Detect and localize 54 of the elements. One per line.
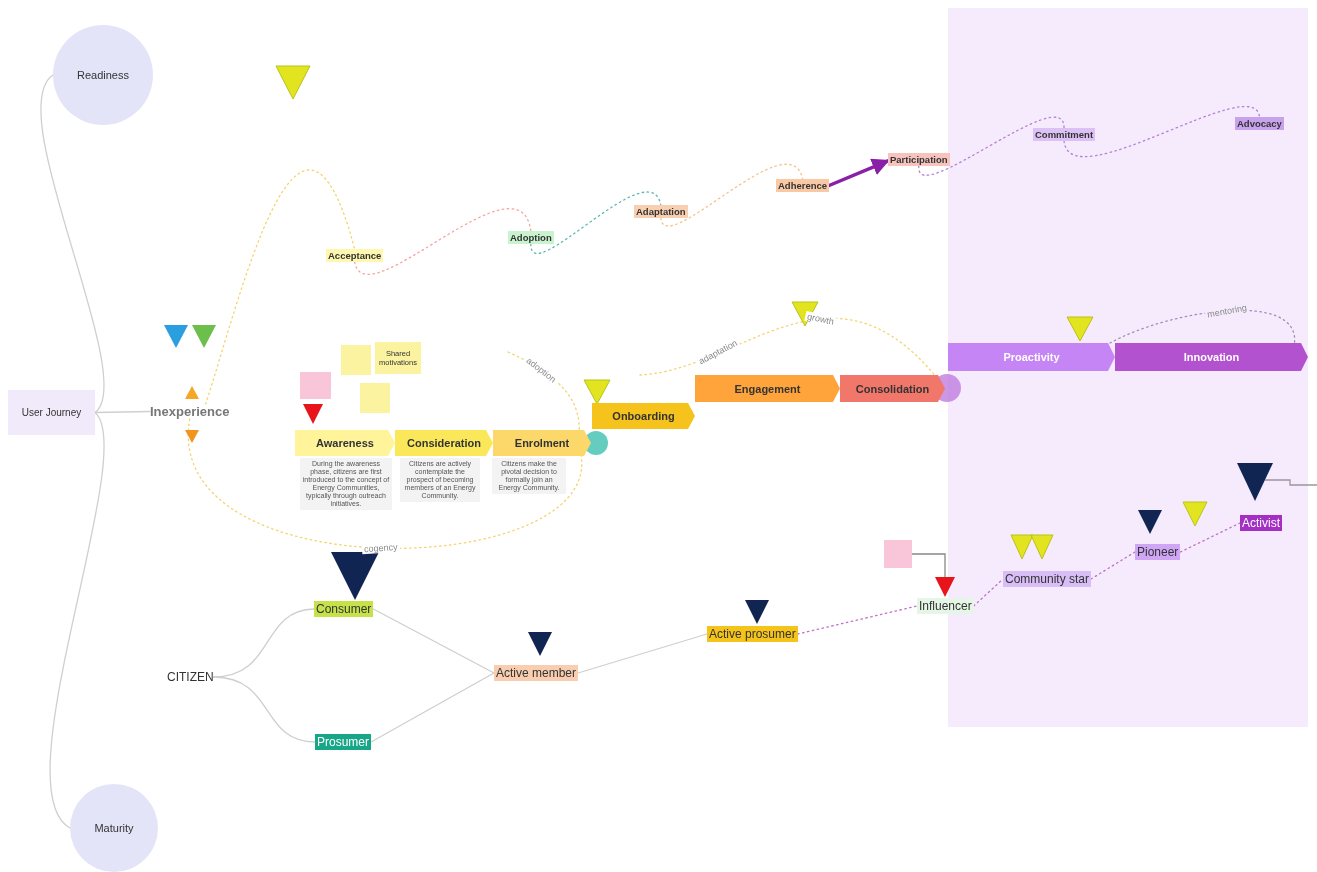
role-tag: Pioneer (1135, 544, 1181, 560)
sticky-note (341, 345, 371, 375)
connector (372, 608, 495, 674)
connector (827, 158, 890, 188)
stage-circle: Readiness (53, 25, 153, 125)
stage-bar: Enrolment (493, 430, 591, 456)
connector (213, 608, 315, 678)
connector (530, 191, 662, 254)
role-tag: Community star (1003, 571, 1092, 587)
connector (797, 605, 918, 635)
stage-bar: Consolidation (840, 375, 945, 402)
stage-bar: Innovation (1115, 343, 1308, 371)
stage-bar: Onboarding (592, 403, 695, 429)
stage-tag: Participation (888, 153, 950, 166)
connector (911, 553, 946, 578)
connector (50, 411, 105, 829)
stage-tag: Advocacy (1235, 117, 1284, 130)
stage-label: Inexperience (150, 404, 230, 419)
stage-tag: Adherence (776, 179, 830, 192)
connector (1063, 105, 1261, 158)
role-tag: Activist (1240, 515, 1282, 531)
connector (205, 169, 356, 405)
stage-tag: Commitment (1033, 128, 1096, 141)
journey-label: User Journey (8, 390, 95, 435)
connector (973, 578, 1004, 607)
stage-tag: Adoption (508, 231, 554, 244)
stage-bar: Awareness (295, 430, 395, 456)
stage-bar: Proactivity (948, 343, 1115, 371)
stage-circle: Maturity (70, 784, 158, 872)
role-tag: Prosumer (315, 734, 371, 750)
sticky-note (300, 372, 331, 399)
connector (577, 633, 708, 674)
role-tag: Active prosumer (707, 626, 798, 642)
connector (189, 418, 582, 549)
citizen-label: CITIZEN (167, 670, 214, 684)
connector (354, 208, 532, 275)
stage-bar: Consideration (395, 430, 493, 456)
role-tag: Consumer (314, 601, 374, 617)
connector (370, 672, 495, 743)
connector (94, 410, 151, 414)
connector (1179, 522, 1241, 553)
role-tag: Active member (494, 665, 579, 681)
sticky-note (360, 383, 390, 413)
stage-tag: Adaptation (634, 205, 688, 218)
connector (918, 116, 1065, 176)
stage-tag: Acceptance (326, 249, 384, 262)
connector (1090, 551, 1136, 580)
connector (213, 676, 316, 743)
stage-bar: Engagement (695, 375, 840, 402)
sticky-note (884, 540, 912, 568)
edge-label: growth (804, 310, 837, 327)
connector (40, 74, 105, 414)
role-tag: Influencer (917, 598, 974, 614)
connector (660, 163, 804, 227)
